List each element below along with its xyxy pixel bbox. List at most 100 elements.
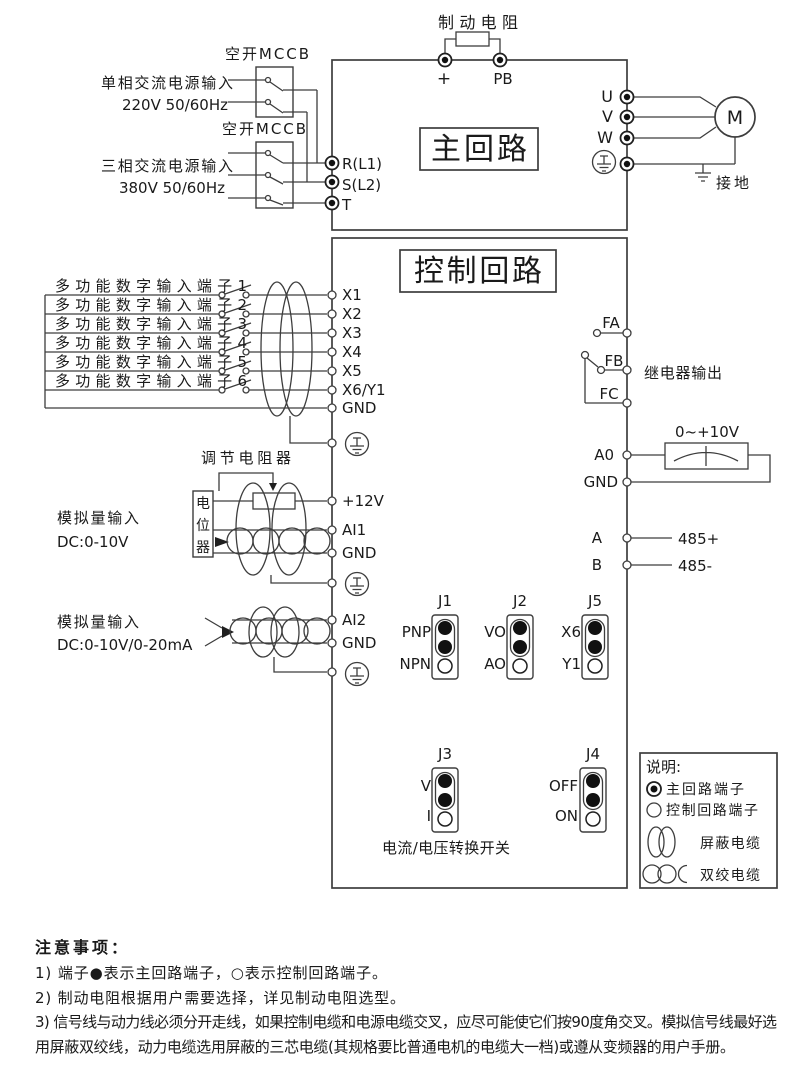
jumper-j4-name: J4 [585, 745, 600, 763]
terminal-ai2 [327, 615, 337, 625]
twisted-pair-icon [303, 617, 331, 645]
mccb1-box [255, 66, 294, 118]
analog-output-wires [631, 454, 771, 483]
terminal-ai2-label: AI2 [342, 611, 366, 629]
terminal-x6y1-label: X6/Y1 [342, 381, 386, 399]
twisted-pair-icon [642, 864, 662, 884]
three-phase-label-2: 380V 50/60Hz [119, 179, 225, 197]
terminal-12v-label: +12V [342, 492, 385, 510]
twisted-pair-icon [229, 617, 257, 645]
terminal-ai1-gnd-label: GND [342, 544, 376, 562]
terminal-w-label: W [597, 128, 613, 147]
protective-earth-icon [591, 149, 617, 175]
digital-input-label: 多功能数字输入端子2 [55, 296, 247, 314]
digital-input-switches [218, 291, 250, 394]
braking-resistor-wires [444, 38, 501, 60]
terminal-pb [492, 52, 508, 68]
jumper-j5-top-label: X6 [561, 623, 581, 641]
terminal-s-label: S(L2) [342, 176, 381, 194]
main-circuit-title: 主回路 [431, 132, 527, 167]
analog-input-2: 模拟量输入 DC:0-10V/0-20mA AI2 GND [57, 606, 376, 687]
terminal-r-label: R(L1) [342, 155, 382, 173]
terminal-gnd-label: GND [342, 399, 376, 417]
twisted-pair-icon [303, 527, 331, 555]
terminal-a0-gnd [622, 477, 632, 487]
terminal-u-label: U [601, 87, 613, 106]
braking-resistor-symbol [455, 31, 490, 47]
terminal-earth [327, 578, 337, 588]
note-3-line2: 用屏蔽双绞线，动力电缆选用屏蔽的三芯电缆(其规格要比普通电机的电缆大一档)或遵从… [35, 1038, 735, 1056]
mccb2-pole3 [264, 194, 272, 202]
shielded-cable-icon [248, 606, 278, 658]
rs485: A B 485+ 485- [592, 529, 720, 575]
meter-symbol [664, 442, 749, 470]
jumper-j5 [581, 614, 609, 680]
note-3-line1: 3) 信号线与动力线必须分开走线，如果控制电缆和电源电缆交叉，应尽可能使它们按9… [35, 1013, 777, 1031]
jumper-j5-bottom-label: Y1 [561, 655, 581, 673]
terminal-x4-label: X4 [342, 343, 362, 361]
jumper-j2 [506, 614, 534, 680]
motor-wires [633, 96, 736, 182]
wiper-arrow-icon [215, 537, 229, 547]
twisted-pair-icon [252, 527, 280, 555]
terminal-485b-label: B [592, 556, 602, 574]
main-terminal-icon [650, 785, 658, 793]
shielded-cable-icon [647, 826, 665, 858]
digital-input-label: 多功能数字输入端子3 [55, 315, 247, 333]
relay-wires [584, 332, 623, 404]
pot-char: 电 [196, 496, 210, 512]
terminal-485a-label: A [592, 529, 603, 547]
terminal-x5-label: X5 [342, 362, 362, 380]
ai2-wires [204, 617, 327, 673]
pot-char: 器 [196, 540, 210, 556]
legend-twisted-cable: 双绞电缆 [700, 867, 760, 884]
terminal-485b [622, 560, 632, 570]
terminal-ai2-gnd-label: GND [342, 634, 376, 652]
shielded-cable-icon [260, 281, 294, 417]
legend-box: 说明: 主回路端子 控制回路端子 屏蔽电缆 双绞电缆 [639, 752, 778, 889]
analog-input2-desc2: DC:0-10V/0-20mA [57, 636, 193, 654]
terminal-v [619, 109, 635, 125]
control-terminal-icon [646, 802, 662, 818]
terminal-earth [327, 438, 337, 448]
shielded-cable-icon [658, 826, 676, 858]
analog-input2-desc1: 模拟量输入 [57, 613, 139, 631]
single-phase-label-1: 单相交流电源输入 [101, 74, 233, 92]
legend-main-terminal: 主回路端子 [666, 782, 744, 798]
digital-input-label: 多功能数字输入端子6 [55, 372, 247, 390]
terminal-ai1-label: AI1 [342, 521, 366, 539]
pot-char: 位 [196, 518, 210, 534]
note-1: 1) 端子●表示主回路端子，○表示控制回路端子。 [35, 964, 387, 982]
single-phase-label-2: 220V 50/60Hz [122, 96, 228, 114]
jumper-j2-bottom-label: AO [484, 655, 506, 673]
note-2: 2) 制动电阻根据用户需要选择，详见制动电阻选型。 [35, 989, 405, 1007]
digital-input-wires [44, 284, 327, 444]
terminal-s [324, 174, 340, 190]
braking-resistor-label: 制动电阻 [438, 13, 518, 32]
mccb1-label: 空开MCCB [225, 45, 309, 63]
rs485-minus-label: 485- [678, 557, 712, 575]
legend-title: 说明: [646, 758, 681, 776]
twisted-pair-icon [255, 617, 283, 645]
mccb2-wires [228, 152, 325, 206]
terminal-fc-label: FC [599, 385, 618, 403]
legend-border [639, 752, 778, 889]
motor-label: M [727, 107, 743, 129]
digital-input-label: 多功能数字输入端子4 [55, 334, 247, 352]
control-circuit-title-box [399, 249, 557, 293]
terminal-x3-label: X3 [342, 324, 362, 342]
jumper-j2-top-label: VO [484, 623, 506, 641]
terminal-earth [327, 667, 337, 677]
jumper-group-bottom: J3 J4 V I OFF ON 电流/电压转换开关 [382, 745, 607, 857]
terminal-plus [437, 52, 453, 68]
potentiometer-box [192, 490, 214, 558]
terminal-x4 [327, 347, 337, 357]
jumper-j4-top-label: OFF [549, 777, 578, 795]
terminal-v-label: V [602, 107, 613, 126]
jumper-j3-name: J3 [437, 745, 452, 763]
terminal-ai2-gnd [327, 638, 337, 648]
jumper-j2-name: J2 [512, 592, 527, 610]
terminal-485a [622, 533, 632, 543]
twisted-pair-icon [226, 527, 254, 555]
